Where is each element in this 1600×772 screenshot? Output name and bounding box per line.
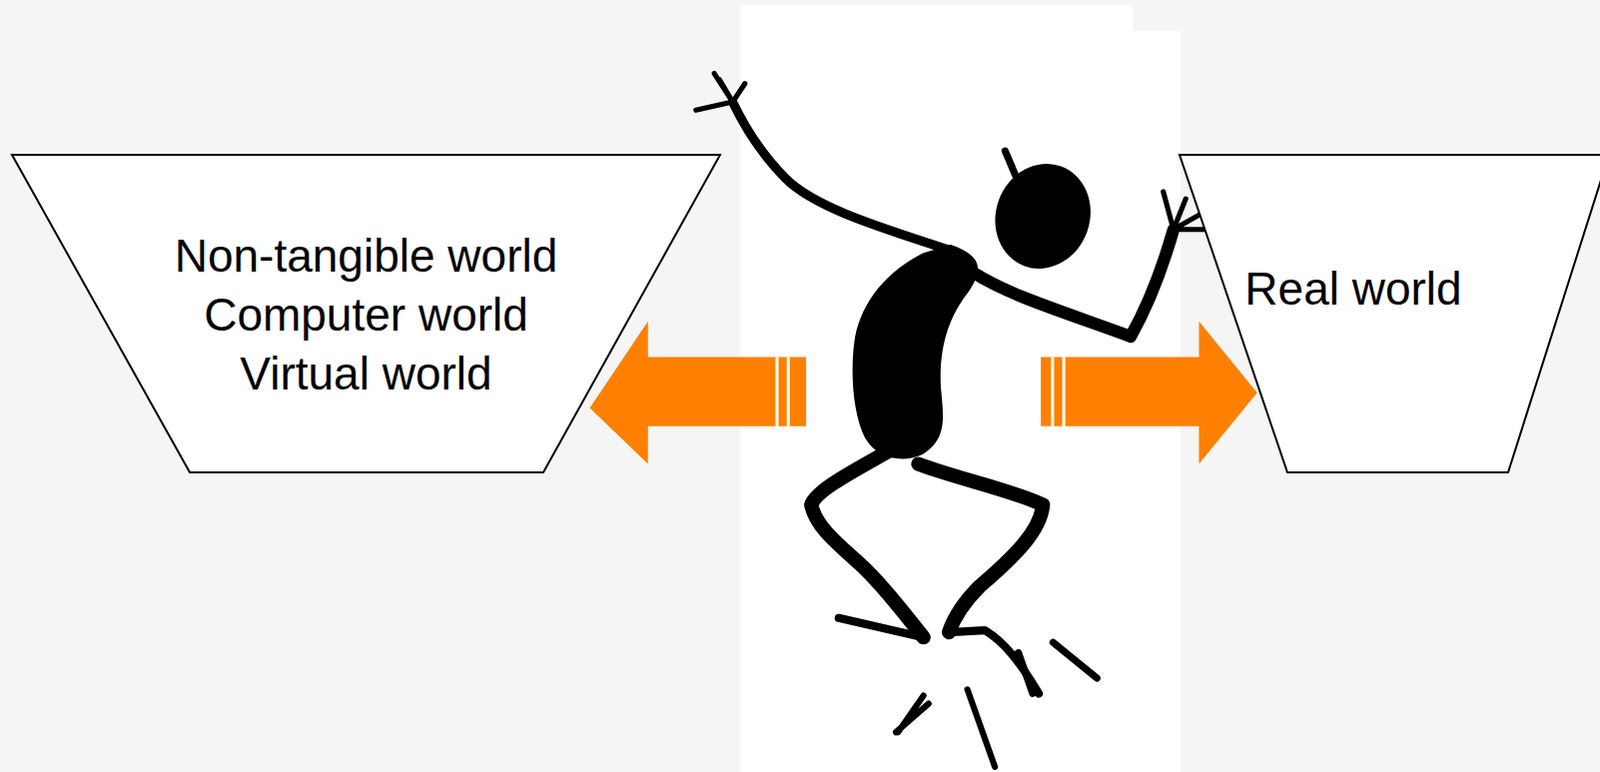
text-area: Non-tangible worldComputer worldVirtual … (11, 194, 721, 435)
left-arrow (590, 321, 807, 465)
world-label: Virtual world (239, 344, 492, 404)
world-label: Computer world (203, 285, 529, 345)
world-label: Non-tangible world (174, 226, 559, 286)
world-box: Non-tangible worldComputer worldVirtual … (11, 154, 721, 473)
trapezoid-shape (11, 154, 721, 473)
world-box: Real world (1179, 154, 1600, 473)
jumping-figure (696, 73, 1220, 768)
right-arrow (1040, 321, 1258, 465)
world-label: Real world (1244, 259, 1462, 319)
trapezoid-shape (1179, 154, 1600, 473)
text-area: Real world (1179, 258, 1528, 319)
